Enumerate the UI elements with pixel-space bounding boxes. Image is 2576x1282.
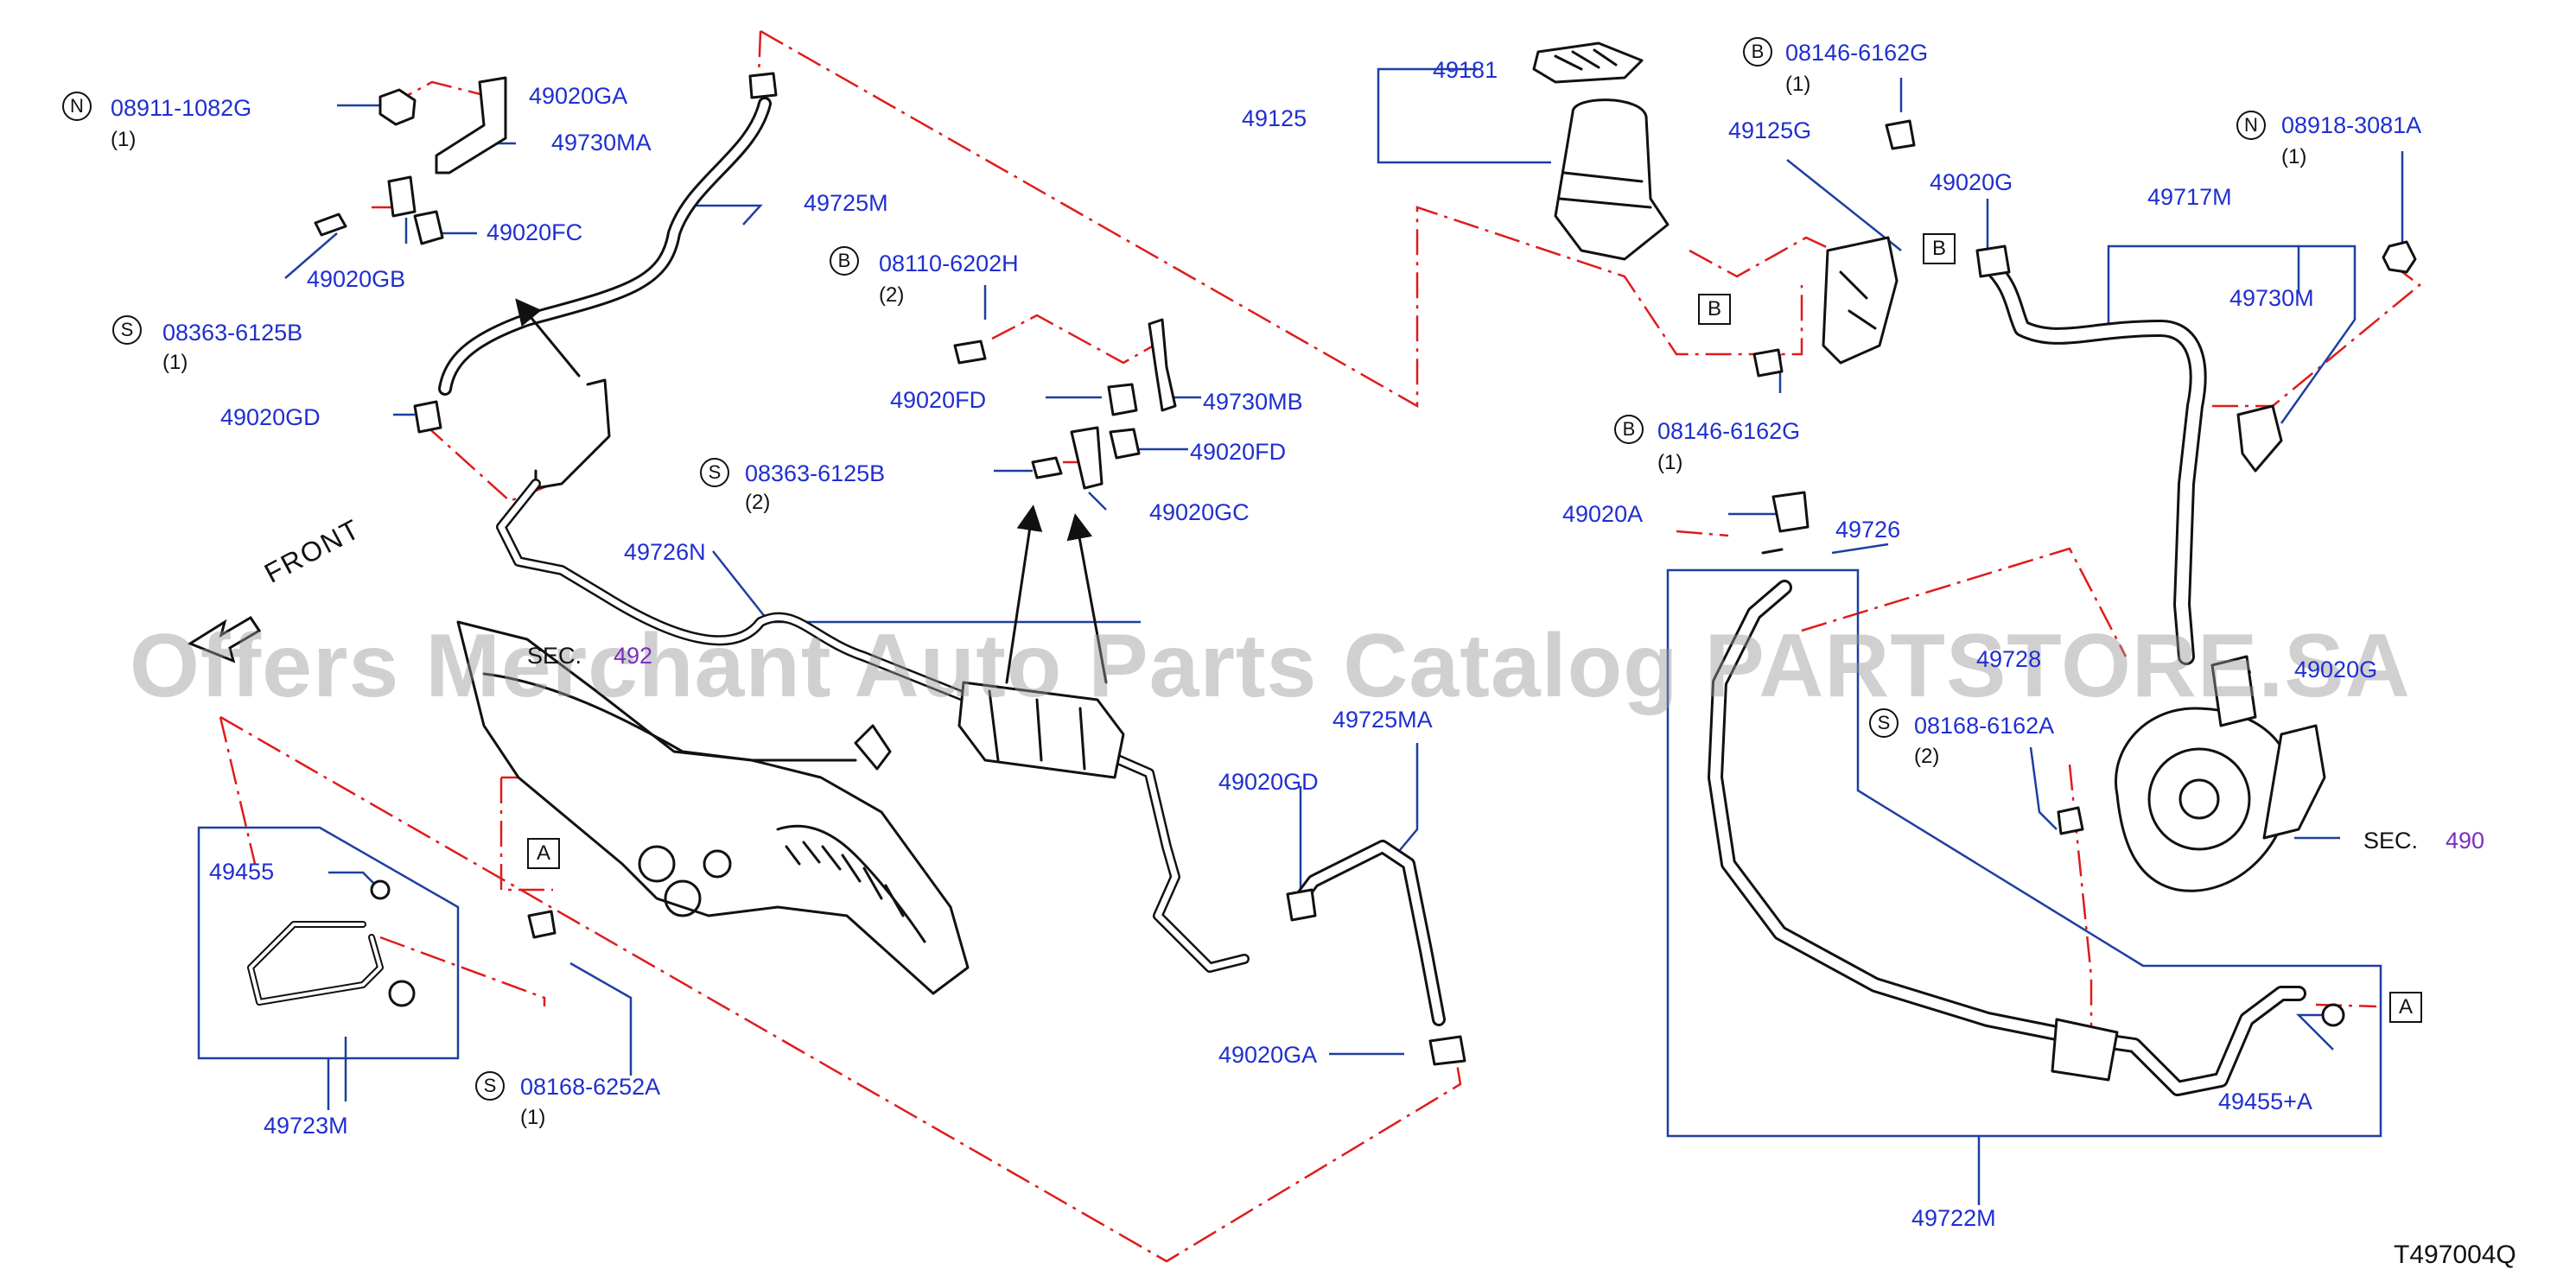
part-label-49717M[interactable]: 49717M [2147, 184, 2232, 210]
part-label-49020A[interactable]: 49020A [1562, 501, 1644, 527]
prefix-b-marker: B [830, 246, 859, 276]
part-label-49728[interactable]: 49728 [1976, 646, 2042, 672]
bracket-49730MA [435, 76, 507, 175]
part-label-08363-6125B[interactable]: 08363-6125B [745, 460, 886, 486]
sec-label: SEC. [2363, 828, 2419, 854]
part-label-08168-6252A[interactable]: 08168-6252A [520, 1074, 661, 1100]
bolt-08146-a [1885, 119, 1916, 150]
part-label-49020GB[interactable]: 49020GB [307, 266, 406, 292]
callout-a-box: A [527, 838, 560, 869]
part-label-08918-3081A[interactable]: 08918-3081A [2281, 112, 2422, 138]
part-qty: (1) [1657, 451, 1683, 474]
part-label-49455-a[interactable]: 49455+A [2218, 1088, 2312, 1114]
part-label-08146-6162G[interactable]: 08146-6162G [1657, 418, 1801, 444]
clamp-49020GA [748, 72, 778, 99]
part-qty: (2) [1914, 745, 1940, 768]
prefix-s-marker: S [700, 458, 729, 487]
part-label-49020GD[interactable]: 49020GD [1218, 769, 1319, 795]
clamp-49020GA-bottom [1428, 1035, 1466, 1066]
part-label-08168-6162A[interactable]: 08168-6162A [1914, 713, 2055, 739]
part-label-49730M[interactable]: 49730M [2229, 285, 2314, 311]
part-qty: (1) [111, 128, 137, 151]
part-label-08110-6202H[interactable]: 08110-6202H [879, 251, 1019, 276]
part-label-49723M[interactable]: 49723M [264, 1113, 348, 1139]
part-label-49020FD[interactable]: 49020FD [890, 387, 987, 413]
part-label-49020FC[interactable]: 49020FC [487, 219, 583, 245]
part-label-08911-1082G[interactable]: 08911-1082G [111, 95, 252, 121]
part-label-49020G[interactable]: 49020G [1930, 169, 2013, 195]
part-label-08146-6162G[interactable]: 08146-6162G [1785, 40, 1929, 66]
part-label-49020GC[interactable]: 49020GC [1149, 499, 1250, 525]
prefix-n-marker: N [2236, 111, 2266, 140]
part-label-49730MB[interactable]: 49730MB [1203, 389, 1303, 415]
bolt-08168-6162A [2057, 806, 2084, 835]
part-label-49125[interactable]: 49125 [1242, 105, 1307, 131]
diagram-code: T497004Q [2394, 1241, 2516, 1269]
part-label-49725M[interactable]: 49725M [804, 190, 888, 216]
part-qty: (2) [879, 283, 905, 307]
union-bolt-49020A [1771, 491, 1810, 533]
reservoir-cap [1532, 41, 1644, 84]
part-label-08363-6125B[interactable]: 08363-6125B [162, 320, 303, 346]
part-label-49125G[interactable]: 49125G [1728, 117, 1812, 143]
part-qty: (1) [1785, 73, 1811, 96]
prefix-b-marker: B [1614, 415, 1644, 444]
watermark-text: Offers Merchant Auto Parts Catalog PARTS… [130, 616, 2411, 716]
callout-b-box: B [1923, 233, 1956, 264]
part-qty: (1) [2281, 145, 2307, 168]
callout-b-box: B [1698, 294, 1731, 325]
part-label-49455[interactable]: 49455 [209, 859, 275, 885]
nut-08918 [2382, 240, 2417, 274]
part-label-49730MA[interactable]: 49730MA [551, 130, 652, 155]
prefix-s-marker: S [112, 315, 142, 345]
sec-label: SEC. [527, 643, 582, 669]
part-label-49020GA[interactable]: 49020GA [1218, 1042, 1318, 1068]
part-qty: (1) [520, 1106, 546, 1129]
part-label-49020GA[interactable]: 49020GA [529, 83, 628, 109]
bracket-49125G [1822, 236, 1899, 365]
front-arrow [187, 615, 262, 663]
part-label-49020GD[interactable]: 49020GD [220, 404, 321, 430]
prefix-b-marker: B [1743, 37, 1772, 67]
bolt-08146-b [1752, 348, 1784, 378]
part-label-49725MA[interactable]: 49725MA [1333, 707, 1433, 733]
sec-ref-left[interactable]: 492 [614, 643, 653, 669]
part-label-49181[interactable]: 49181 [1433, 57, 1498, 83]
bolt-08363-a [314, 213, 347, 237]
part-label-49726N[interactable]: 49726N [624, 539, 706, 565]
bracket-49730M [2236, 404, 2283, 473]
callout-a-box: A [2389, 992, 2422, 1023]
part-drawings [247, 41, 2417, 1096]
pipe-49723M [247, 921, 384, 1006]
bolt-08168-6252A [527, 910, 557, 939]
prefix-s-marker: S [1869, 708, 1899, 738]
sec-ref-right[interactable]: 490 [2446, 828, 2485, 854]
prefix-n-marker: N [62, 92, 92, 121]
part-label-49726[interactable]: 49726 [1835, 517, 1901, 543]
prefix-s-marker: S [475, 1071, 505, 1101]
nut-08911 [378, 88, 417, 126]
part-label-49020FD[interactable]: 49020FD [1190, 439, 1287, 465]
part-label-49722M[interactable]: 49722M [1911, 1205, 1996, 1231]
bolt-08110 [953, 340, 987, 365]
chain-lines [219, 29, 2422, 1263]
part-label-49020G[interactable]: 49020G [2294, 657, 2378, 682]
reservoir-body [1554, 98, 1670, 261]
part-qty: (1) [162, 351, 188, 374]
bolt-08363-b [1031, 456, 1063, 479]
part-qty: (2) [745, 491, 771, 514]
steering-rack [456, 620, 970, 995]
